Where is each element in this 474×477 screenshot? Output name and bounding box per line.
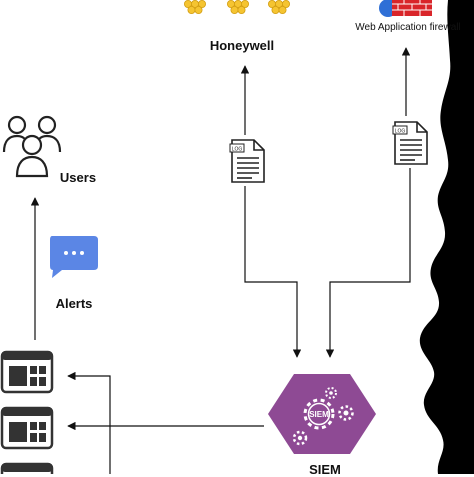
connector-siem-to-dashboard-top xyxy=(67,371,111,474)
connector-log-to-siem-right xyxy=(325,168,411,358)
gear-icon xyxy=(303,398,335,430)
dashboard-icon xyxy=(0,350,54,394)
log-icon-text: LOG xyxy=(232,147,243,153)
siem-badge-text: SIEM xyxy=(309,410,329,419)
log-file-icon: LOG xyxy=(392,121,428,165)
honeywell-label: Honeywell xyxy=(209,38,275,53)
gear-icon xyxy=(338,405,354,421)
users-label: Users xyxy=(59,170,97,185)
gear-icon xyxy=(292,430,308,446)
chat-bubble-icon xyxy=(50,236,98,278)
connector-log-to-siem-left xyxy=(244,186,302,358)
alerts-label: Alerts xyxy=(55,296,93,311)
log-icon-text: LOG xyxy=(395,129,406,135)
honeycomb-icon xyxy=(183,0,206,14)
users-icon xyxy=(2,115,62,178)
honeycomb-icon xyxy=(226,0,249,14)
siem-label: SIEM xyxy=(309,462,341,477)
honeycomb-icon xyxy=(267,0,290,14)
siem-hexagon-icon: SIEM xyxy=(268,374,376,454)
waf-label: Web Application firewall xyxy=(355,22,461,33)
gear-icon xyxy=(325,387,337,399)
dashboard-icon xyxy=(0,406,54,450)
dashboard-icon xyxy=(0,462,54,474)
dark-side-band xyxy=(419,0,474,474)
log-file-icon: LOG xyxy=(229,139,265,183)
firewall-icon xyxy=(379,0,432,17)
